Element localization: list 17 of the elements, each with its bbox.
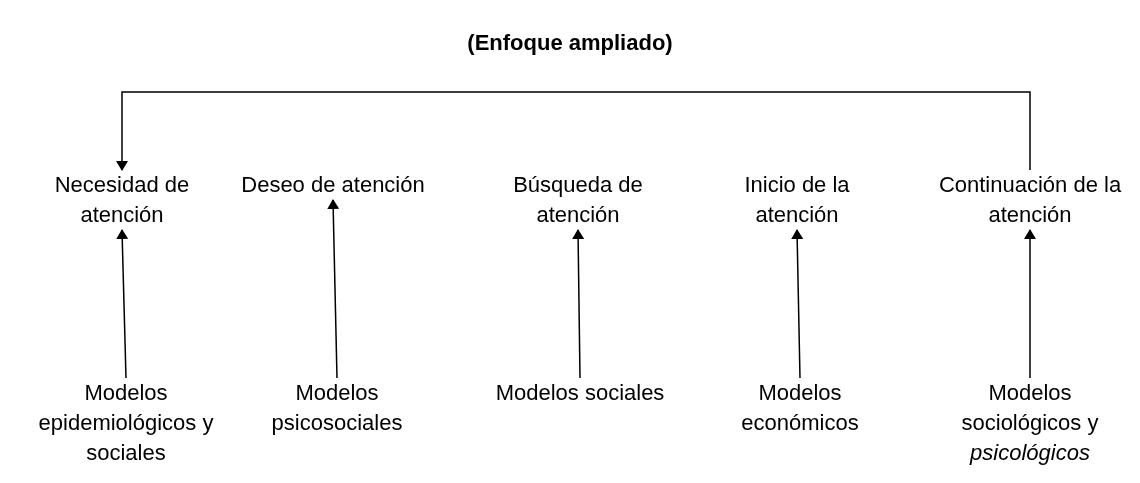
arrow: [116, 229, 129, 379]
arrow: [1024, 229, 1036, 379]
diagram-title: (Enfoque ampliado): [467, 29, 673, 57]
node-label: Continuación de la atención: [930, 170, 1130, 230]
arrow: [116, 91, 1031, 171]
node-label: Necesidad de atención: [27, 170, 217, 230]
arrow: [327, 199, 340, 379]
arrow: [791, 229, 804, 379]
node-label: Modelos sociológicos y psicológicos: [930, 378, 1130, 468]
node-label: Modelos psicosociales: [242, 378, 432, 438]
node-label: Búsqueda de atención: [478, 170, 678, 230]
node-label: Modelos económicos: [710, 378, 890, 438]
arrow: [572, 229, 585, 379]
node-label: Modelos sociales: [495, 378, 665, 408]
node-label: Modelos epidemiológicos y sociales: [21, 378, 231, 468]
node-label: Inicio de la atención: [702, 170, 892, 230]
node-label: Deseo de atención: [238, 170, 428, 200]
